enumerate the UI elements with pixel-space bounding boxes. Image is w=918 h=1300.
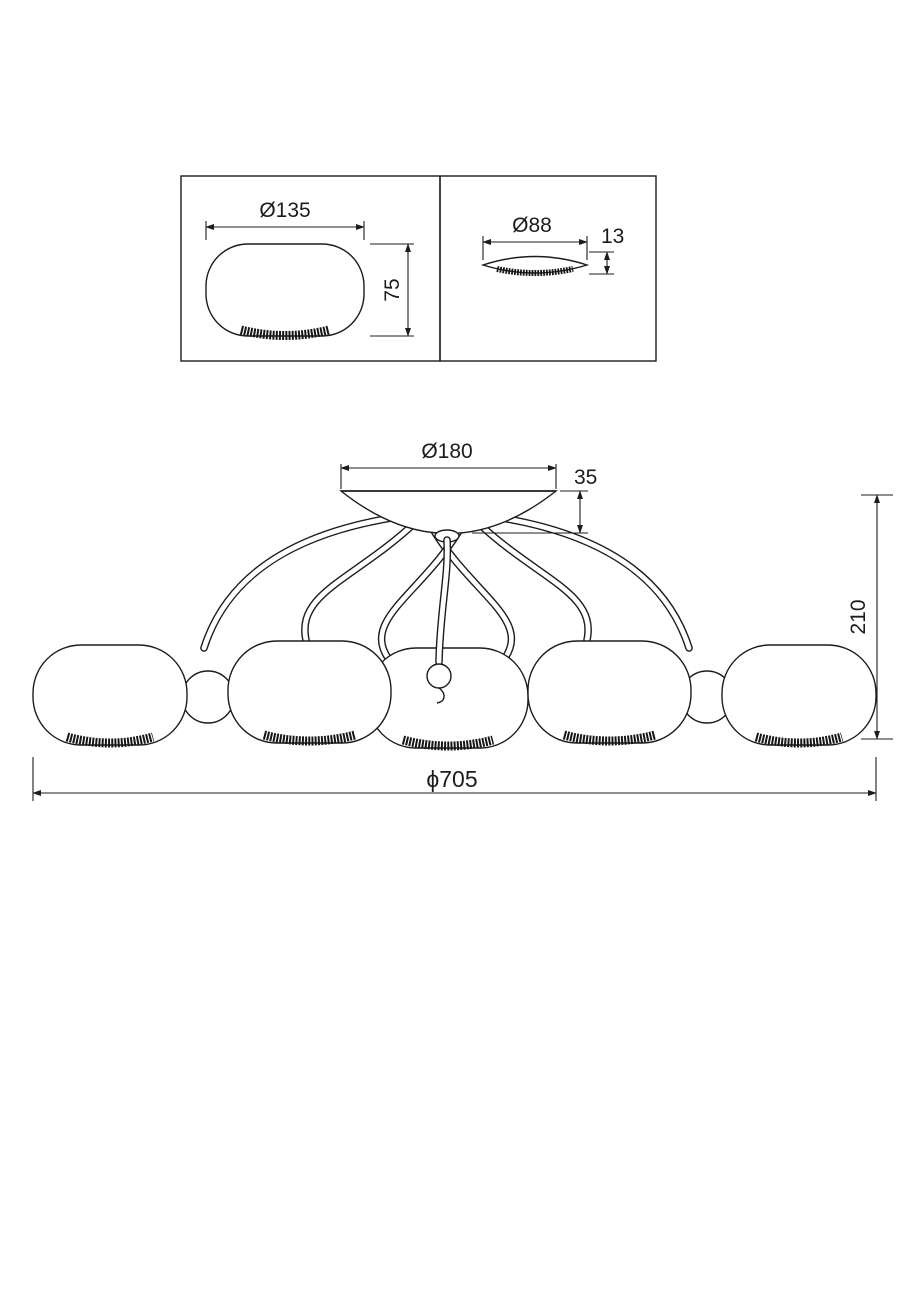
label-shade-height: 75 <box>381 278 404 301</box>
shade-far-left <box>32 644 188 746</box>
shade-bottom-panel-border <box>439 175 657 362</box>
shades-row <box>32 640 877 751</box>
shade-center <box>367 647 529 749</box>
center-drop <box>426 536 452 704</box>
shade-bottom-view: Ø88 13 <box>480 214 624 276</box>
label-canopy-diameter: Ø180 <box>421 440 472 463</box>
shade-right <box>527 640 692 744</box>
shade-center-band <box>401 735 495 751</box>
shade-far-right-band <box>754 732 844 748</box>
detail-panels <box>180 175 657 362</box>
shade-right-band <box>562 730 657 746</box>
shade-left-band <box>262 730 357 746</box>
label-canopy-height: 35 <box>574 466 597 489</box>
label-disc-height: 13 <box>601 225 624 248</box>
fixture-main-view: Ø180 35 210 ϕ705 <box>32 440 893 801</box>
canopy-dome <box>338 490 559 535</box>
joint-sphere-left <box>181 670 235 724</box>
finial-ball <box>426 663 452 689</box>
shade-far-left-band <box>65 732 155 748</box>
label-overall-diameter: ϕ705 <box>426 766 477 792</box>
label-disc-diameter: Ø88 <box>512 214 552 237</box>
finial-hook <box>436 687 445 704</box>
canopy <box>338 490 559 543</box>
label-shade-diameter: Ø135 <box>259 199 310 222</box>
main-dimensions: Ø180 35 210 ϕ705 <box>32 440 893 801</box>
shade-left <box>227 640 392 744</box>
label-overall-height: 210 <box>847 599 870 634</box>
shade-outline <box>205 243 365 337</box>
shade-front-view: Ø135 75 <box>205 199 414 340</box>
disc-diffuser-band <box>496 266 574 276</box>
shade-far-right <box>721 644 877 746</box>
